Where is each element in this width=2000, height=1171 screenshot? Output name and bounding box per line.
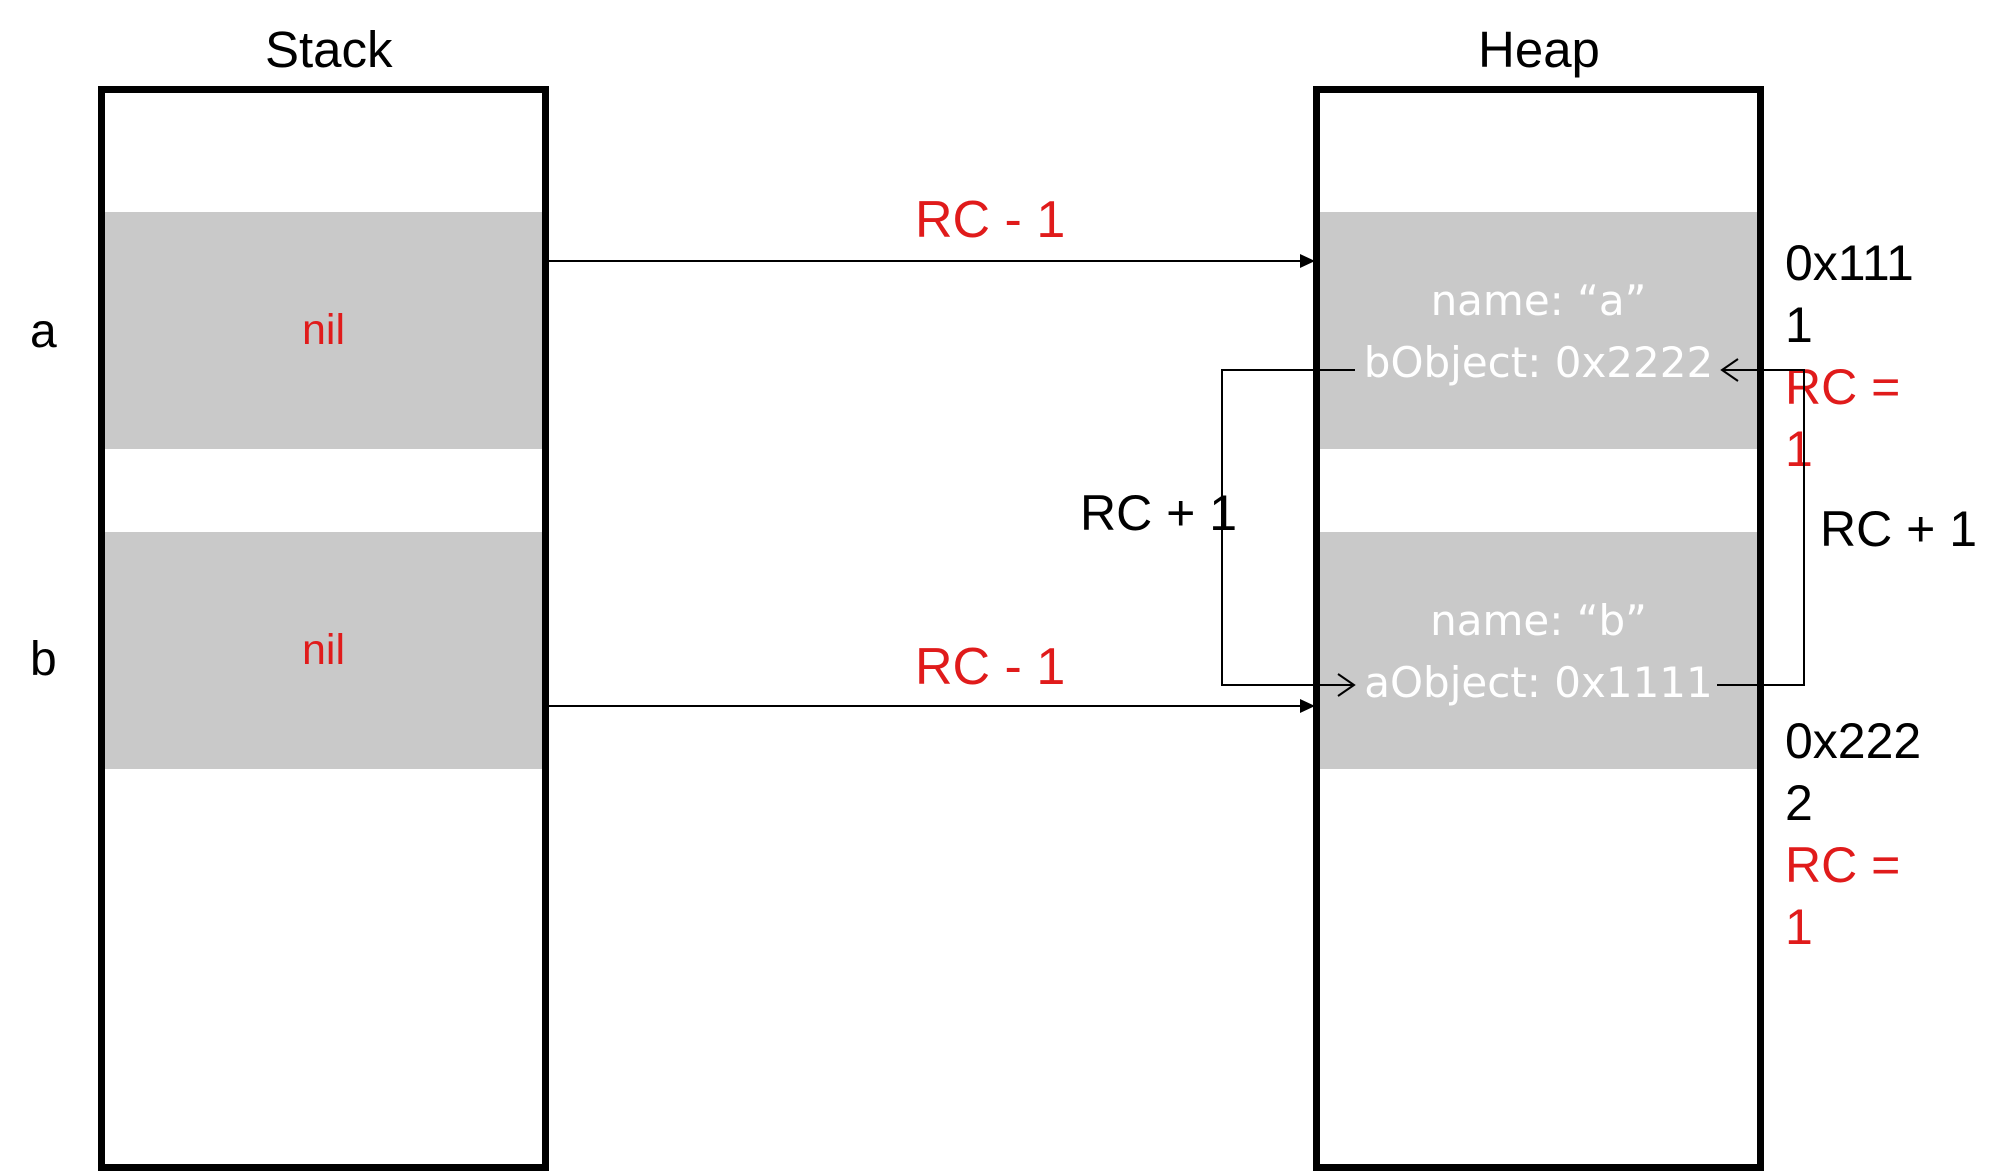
arrow-b-head bbox=[1300, 699, 1315, 713]
var-name-a: a bbox=[30, 305, 57, 358]
cross-ref-left-label: RC + 1 bbox=[1080, 485, 1238, 541]
stack-value-b: nil bbox=[301, 626, 346, 674]
heap-object-a-text: name: “a” bObject: 0x2222 bbox=[1320, 270, 1757, 394]
stack-slot-a bbox=[105, 212, 542, 449]
cross-ref-left-line bbox=[1221, 369, 1355, 686]
cross-ref-right-label: RC + 1 bbox=[1820, 501, 1978, 557]
stack-value-a: nil bbox=[301, 306, 346, 354]
arrow-a-label: RC - 1 bbox=[915, 191, 1066, 249]
cross-ref-left-head bbox=[1337, 673, 1356, 697]
heap-object-b bbox=[1320, 532, 1757, 769]
cross-ref-right-head bbox=[1720, 358, 1739, 382]
stack-title: Stack bbox=[265, 21, 393, 78]
stack-slot-b bbox=[105, 532, 542, 769]
heap-object-b-rc: RC = bbox=[1785, 837, 1901, 893]
arrow-a-head bbox=[1300, 254, 1315, 268]
heap-object-b-name: name: “b” bbox=[1430, 596, 1647, 645]
heap-object-b-ref: aObject: 0x1111 bbox=[1364, 658, 1713, 707]
heap-object-b-text: name: “b” aObject: 0x1111 bbox=[1320, 590, 1757, 714]
arrow-b-label: RC - 1 bbox=[915, 638, 1066, 696]
heap-object-a bbox=[1320, 212, 1757, 449]
heap-object-a-name: name: “a” bbox=[1430, 276, 1647, 325]
cross-ref-right-line bbox=[1717, 369, 1805, 686]
heap-title: Heap bbox=[1478, 21, 1600, 78]
var-name-b: b bbox=[30, 633, 57, 686]
heap-object-a-ref: bObject: 0x2222 bbox=[1363, 338, 1714, 387]
heap-object-b-address: 0x222 2 RC = 1 bbox=[1785, 713, 1922, 955]
